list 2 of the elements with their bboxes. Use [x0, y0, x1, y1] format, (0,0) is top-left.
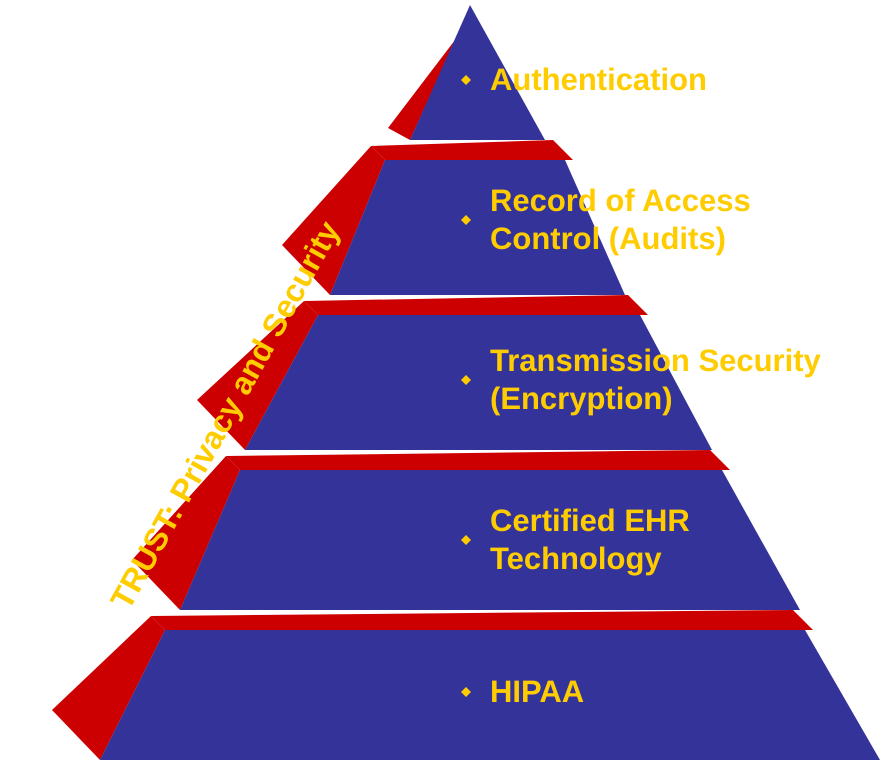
- tier-label: HIPAA: [490, 673, 586, 711]
- tier-label: Certified EHR Technology: [490, 502, 691, 578]
